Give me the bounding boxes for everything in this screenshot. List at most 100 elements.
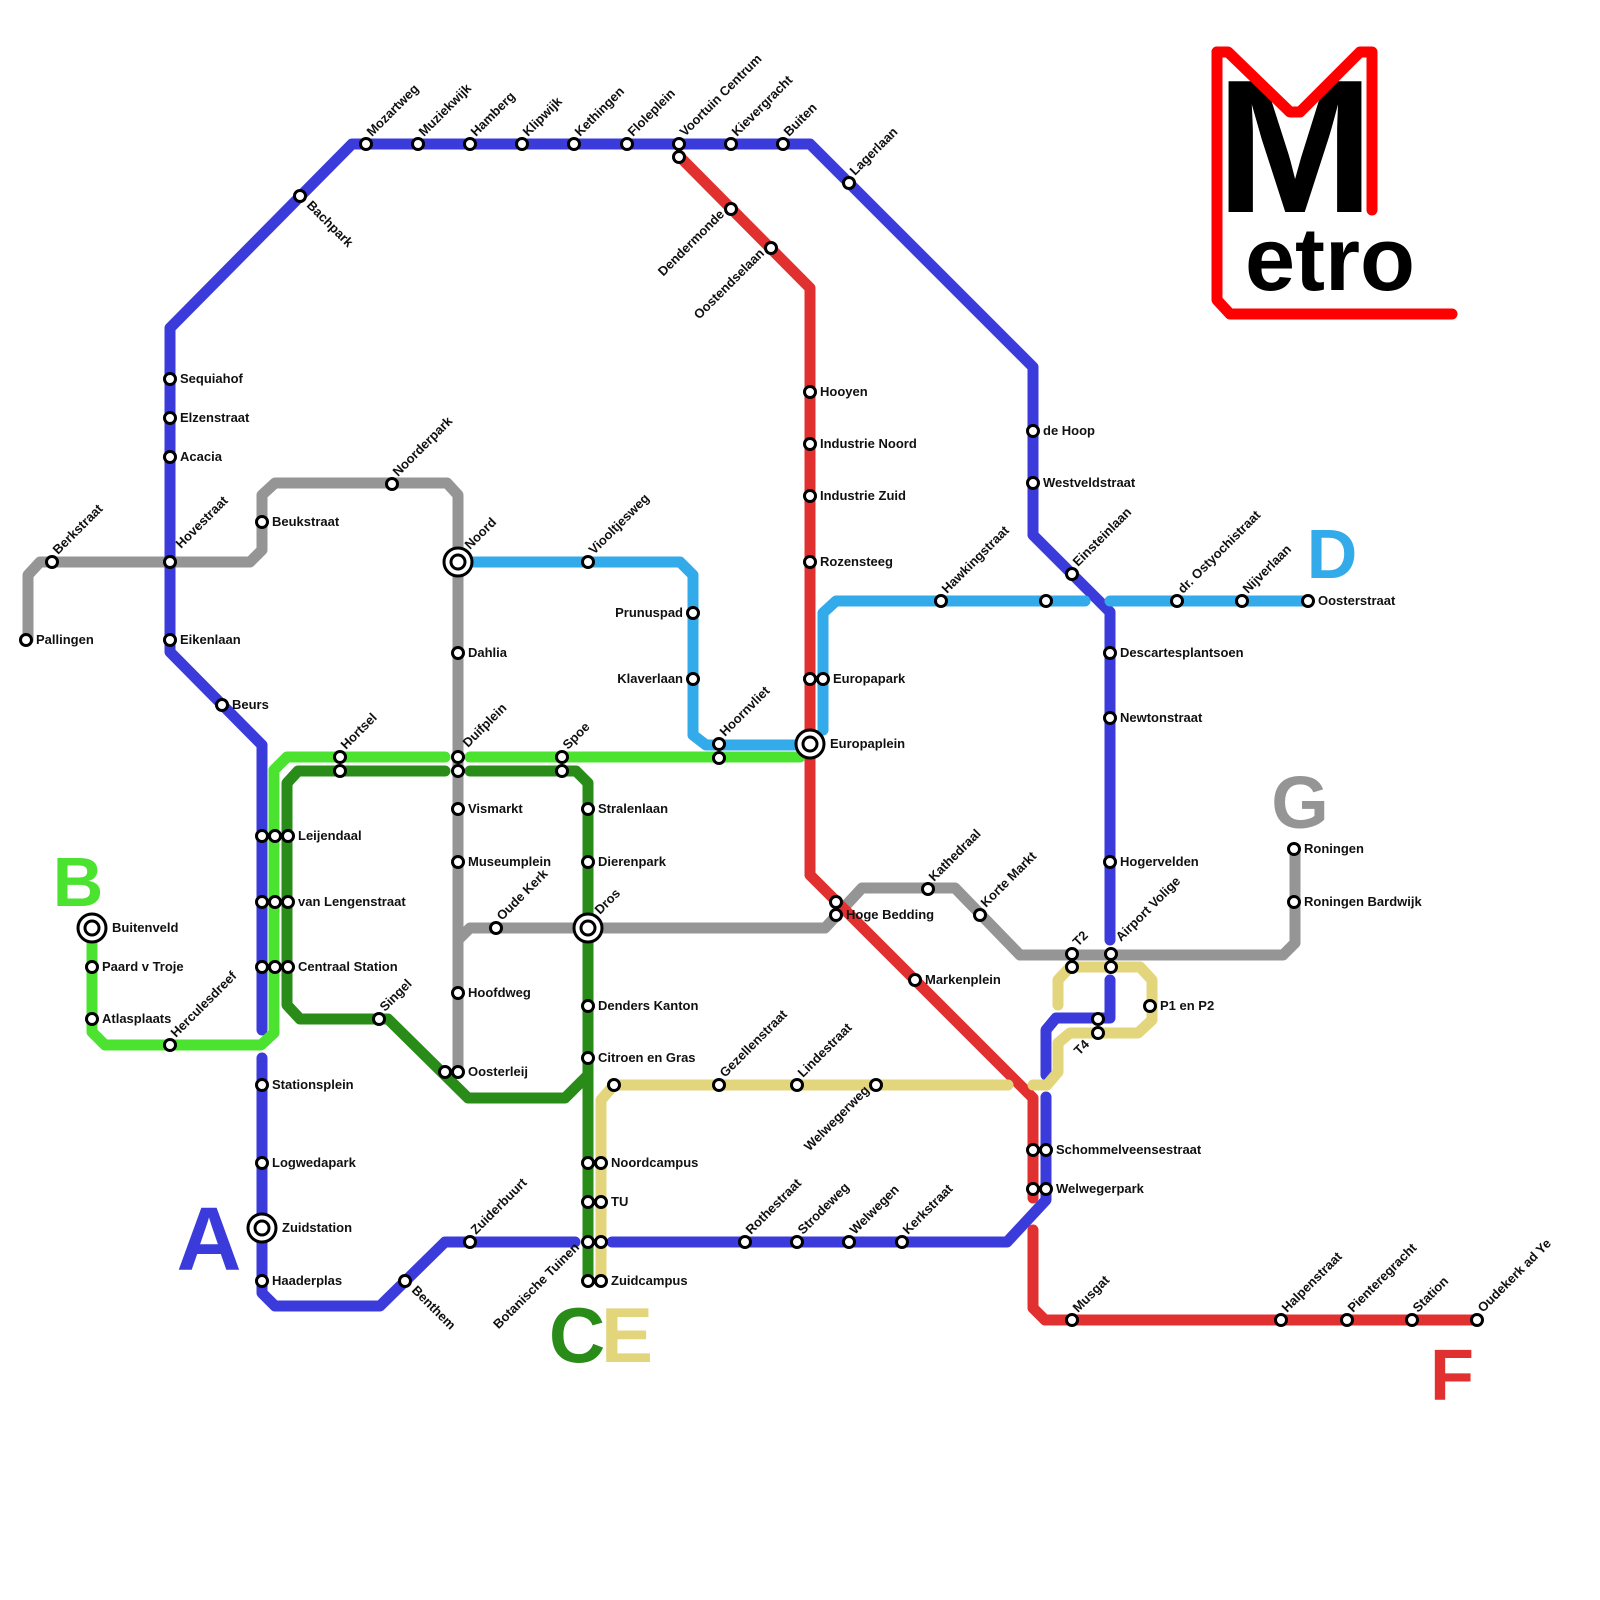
- station-label-beurs[interactable]: Beurs: [232, 697, 269, 712]
- station-label-kathedraal[interactable]: Kathedraal: [926, 826, 984, 884]
- station-dot-buiten[interactable]: [778, 139, 789, 150]
- station-dot-de-hoop[interactable]: [1028, 426, 1039, 437]
- station-dot-dahlia[interactable]: [453, 648, 464, 659]
- station-dot-oostendselaan[interactable]: [766, 243, 777, 254]
- station-label-floleplein[interactable]: Floleplein: [625, 86, 679, 140]
- station-dot-herculesdreef[interactable]: [165, 1040, 176, 1051]
- station-dot-westveldstraat[interactable]: [1028, 478, 1039, 489]
- station-label-zuidstation[interactable]: Zuidstation: [282, 1220, 352, 1235]
- station-dot-hortsel[interactable]: [335, 766, 346, 777]
- station-dot-leijendaal[interactable]: [257, 831, 268, 842]
- station-dot-spoe[interactable]: [557, 766, 568, 777]
- interchange-dot-zuidstation[interactable]: [255, 1221, 269, 1235]
- station-dot-voortuin-centrum[interactable]: [674, 152, 685, 163]
- station-dot-roningen-bardwijk[interactable]: [1289, 897, 1300, 908]
- station-dot-denders-kanton[interactable]: [583, 1001, 594, 1012]
- station-dot-hoornvliet[interactable]: [714, 753, 725, 764]
- station-label-hooyen[interactable]: Hooyen: [820, 384, 868, 399]
- station-label-oude-kerk[interactable]: Oude Kerk: [494, 865, 552, 923]
- station-dot-van-lengenstraat[interactable]: [257, 897, 268, 908]
- station-dot-t4[interactable]: [1093, 1028, 1104, 1039]
- station-dot-welwegen[interactable]: [844, 1237, 855, 1248]
- station-label-oostendselaan[interactable]: Oostendselaan: [691, 245, 768, 322]
- station-label-schommelveensestraat[interactable]: Schommelveensestraat: [1056, 1142, 1202, 1157]
- station-label-buitenveld[interactable]: Buitenveld: [112, 920, 179, 935]
- interchange-dot-buitenveld[interactable]: [85, 921, 99, 935]
- station-label-zuidcampus[interactable]: Zuidcampus: [611, 1273, 688, 1288]
- station-label-hawkingstraat[interactable]: Hawkingstraat: [939, 522, 1013, 596]
- station-dot-dr-ostyochistraat[interactable]: [1172, 596, 1183, 607]
- station-dot-halpenstraat[interactable]: [1276, 1315, 1287, 1326]
- station-dot-hoornvliet[interactable]: [714, 739, 725, 750]
- station-label-station[interactable]: Station: [1410, 1273, 1452, 1315]
- station-dot-airport-volige[interactable]: [1106, 962, 1117, 973]
- station-label-zuiderbuurt[interactable]: Zuiderbuurt: [468, 1174, 531, 1237]
- station-dot-botanische-tuinen[interactable]: [596, 1237, 607, 1248]
- station-dot-beurs[interactable]: [217, 700, 228, 711]
- station-dot-floleplein[interactable]: [622, 139, 633, 150]
- station-dot-hoofdweg[interactable]: [453, 988, 464, 999]
- station-dot-rothestraat[interactable]: [740, 1237, 751, 1248]
- station-label-prunuspad[interactable]: Prunuspad: [615, 605, 683, 620]
- station-label-sequiahof[interactable]: Sequiahof: [180, 371, 244, 386]
- station-label-t2[interactable]: T2: [1070, 928, 1091, 949]
- station-dot-berkstraat[interactable]: [47, 557, 58, 568]
- station-label-noorderpark[interactable]: Noorderpark: [390, 413, 456, 479]
- station-dot-p1-en-p2[interactable]: [1145, 1001, 1156, 1012]
- station-dot-hoge-bedding[interactable]: [831, 897, 842, 908]
- station-dot-hortsel[interactable]: [335, 752, 346, 763]
- station-dot-welwegerpark[interactable]: [1028, 1184, 1039, 1195]
- station-dot-oosterleij[interactable]: [453, 1067, 464, 1078]
- station-label-p1-en-p2[interactable]: P1 en P2: [1160, 998, 1214, 1013]
- station-label-kerkstraat[interactable]: Kerkstraat: [900, 1181, 957, 1238]
- station-label-dierenpark[interactable]: Dierenpark: [598, 854, 667, 869]
- station-label-paard-v-troje[interactable]: Paard v Troje: [102, 959, 184, 974]
- station-dot-sequiahof[interactable]: [165, 374, 176, 385]
- station-label-centraal-station[interactable]: Centraal Station: [298, 959, 398, 974]
- station-dot-einsteinlaan[interactable]: [1041, 596, 1052, 607]
- line-e-badge[interactable]: E: [601, 1291, 653, 1379]
- station-label-klipwijk[interactable]: Klipwijk: [520, 93, 566, 139]
- station-label-pallingen[interactable]: Pallingen: [36, 632, 94, 647]
- station-dot-hawkingstraat[interactable]: [936, 596, 947, 607]
- station-label-oosterstraat[interactable]: Oosterstraat: [1318, 593, 1396, 608]
- station-label-herculesdreef[interactable]: Herculesdreef: [168, 968, 240, 1040]
- interchange-dot-europaplein[interactable]: [803, 737, 817, 751]
- station-dot-klaverlaan[interactable]: [688, 674, 699, 685]
- station-label-lagerlaan[interactable]: Lagerlaan: [847, 124, 901, 178]
- station-label-hoge-bedding[interactable]: Hoge Bedding: [846, 907, 934, 922]
- station-dot-einsteinlaan[interactable]: [1067, 569, 1078, 580]
- station-label-welwegerpark[interactable]: Welwegerpark: [1056, 1181, 1145, 1196]
- station-label-europapark[interactable]: Europapark: [833, 671, 906, 686]
- station-dot-europapark[interactable]: [805, 674, 816, 685]
- station-label-citroen-en-gras[interactable]: Citroen en Gras: [598, 1050, 696, 1065]
- station-label-klaverlaan[interactable]: Klaverlaan: [617, 671, 683, 686]
- station-dot-station[interactable]: [1407, 1315, 1418, 1326]
- station-label-noord[interactable]: Noord: [462, 514, 500, 552]
- line-b-badge[interactable]: B: [53, 843, 104, 921]
- station-label-haaderplas[interactable]: Haaderplas: [272, 1273, 342, 1288]
- station-dot-oudekerk-ad-ye[interactable]: [1472, 1315, 1483, 1326]
- station-label-stationsplein[interactable]: Stationsplein: [272, 1077, 354, 1092]
- station-label-newtonstraat[interactable]: Newtonstraat: [1120, 710, 1203, 725]
- station-dot-singel[interactable]: [374, 1014, 385, 1025]
- station-dot-welwegerweg[interactable]: [871, 1080, 882, 1091]
- station-dot-strodeweg[interactable]: [792, 1237, 803, 1248]
- station-dot-eikenlaan[interactable]: [165, 635, 176, 646]
- station-dot-lagerlaan[interactable]: [844, 178, 855, 189]
- station-dot-kathedraal[interactable]: [923, 884, 934, 895]
- station-label-hogervelden[interactable]: Hogervelden: [1120, 854, 1199, 869]
- line-g-badge[interactable]: G: [1271, 761, 1329, 844]
- station-label-halpenstraat[interactable]: Halpenstraat: [1279, 1248, 1346, 1315]
- station-label-industrie-zuid[interactable]: Industrie Zuid: [820, 488, 906, 503]
- station-dot-kievergracht[interactable]: [726, 139, 737, 150]
- station-dot-beukstraat[interactable]: [257, 517, 268, 528]
- station-dot-musgat[interactable]: [1067, 1315, 1078, 1326]
- station-label-leijendaal[interactable]: Leijendaal: [298, 828, 362, 843]
- station-dot-nijverlaan[interactable]: [1237, 596, 1248, 607]
- station-dot-leijendaal[interactable]: [283, 831, 294, 842]
- station-label-europaplein[interactable]: Europaplein: [830, 736, 905, 751]
- station-label-stralenlaan[interactable]: Stralenlaan: [598, 801, 668, 816]
- station-dot-leijendaal[interactable]: [270, 831, 281, 842]
- station-label-van-lengenstraat[interactable]: van Lengenstraat: [298, 894, 406, 909]
